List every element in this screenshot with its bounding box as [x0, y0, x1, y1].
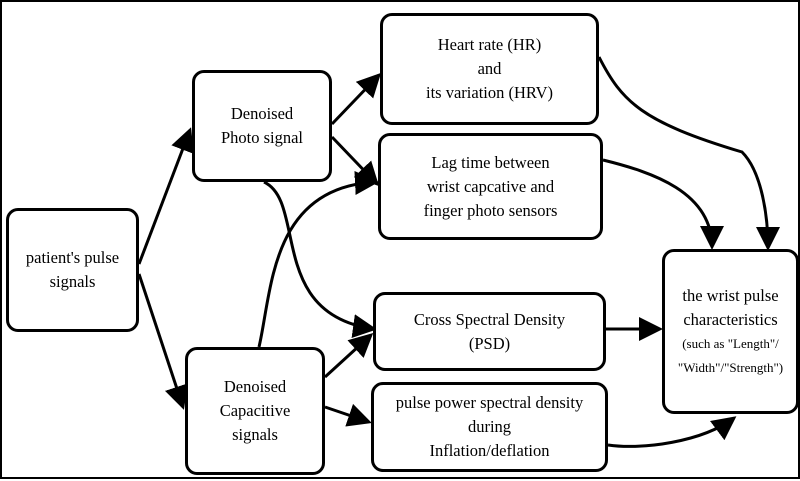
node-capacitive-line-3: signals [232, 425, 278, 444]
node-lag-line-3: finger photo sensors [423, 200, 558, 220]
node-photo-line-1: Denoised [230, 104, 294, 123]
node-pulse-power-spectral-density: pulse power spectral density during Infl… [371, 382, 608, 472]
arrow-photo-to-hr [330, 72, 382, 126]
node-hr-line-2: and [477, 59, 502, 78]
arrow-hr-to-output [597, 56, 780, 251]
node-patient-pulse-signals: patient's pulse signals [6, 208, 139, 332]
arrow-capacitive-to-lag [257, 171, 379, 348]
node-denoised-photo-signal: Denoised Photo signal [192, 70, 332, 182]
arrow-photo-to-lag [330, 135, 380, 187]
node-output-line-3: (such as "Length"/ [682, 335, 779, 351]
node-csd-line-2: (PSD) [468, 333, 511, 353]
node-psd-line-2: during [467, 417, 512, 436]
arrow-lag-to-output [602, 158, 724, 250]
node-hr-line-1: Heart rate (HR) [437, 35, 542, 54]
node-capacitive-line-2: Capacitive [219, 401, 291, 420]
node-lag-line-1: Lag time between [431, 152, 550, 172]
arrow-capacitive-to-csd [323, 332, 374, 379]
node-cross-spectral-density: Cross Spectral Density (PSD) [373, 292, 606, 371]
node-input-line-2: signals [49, 272, 96, 291]
node-output-line-2: characteristics [683, 309, 778, 329]
node-lag-line-2: wrist capcative and [426, 176, 555, 196]
node-wrist-pulse-characteristics: the wrist pulse characteristics (such as… [662, 249, 799, 414]
arrow-capacitive-to-psd [324, 403, 372, 427]
node-hr-line-3: its variation (HRV) [426, 83, 553, 102]
node-input-line-1: patient's pulse [25, 248, 120, 267]
node-capacitive-line-1: Denoised [223, 377, 287, 396]
node-photo-line-2: Photo signal [220, 128, 304, 147]
arrow-input-to-capacitive [137, 273, 188, 410]
node-output-line-4: "Width"/"Strength") [677, 359, 784, 375]
node-csd-line-1: Cross Spectral Density [413, 309, 566, 329]
node-denoised-capacitive-signals: Denoised Capacitive signals [185, 347, 325, 475]
arrow-input-to-photo [137, 127, 194, 265]
arrow-psd-to-output [607, 416, 737, 448]
node-output-line-1: the wrist pulse [682, 285, 779, 305]
node-heart-rate: Heart rate (HR) and its variation (HRV) [380, 13, 599, 125]
node-psd-line-1: pulse power spectral density [395, 393, 584, 412]
node-lag-time: Lag time between wrist capcative and fin… [378, 133, 603, 240]
arrow-photo-to-csd [263, 180, 377, 338]
node-psd-line-3: Inflation/deflation [429, 441, 550, 460]
